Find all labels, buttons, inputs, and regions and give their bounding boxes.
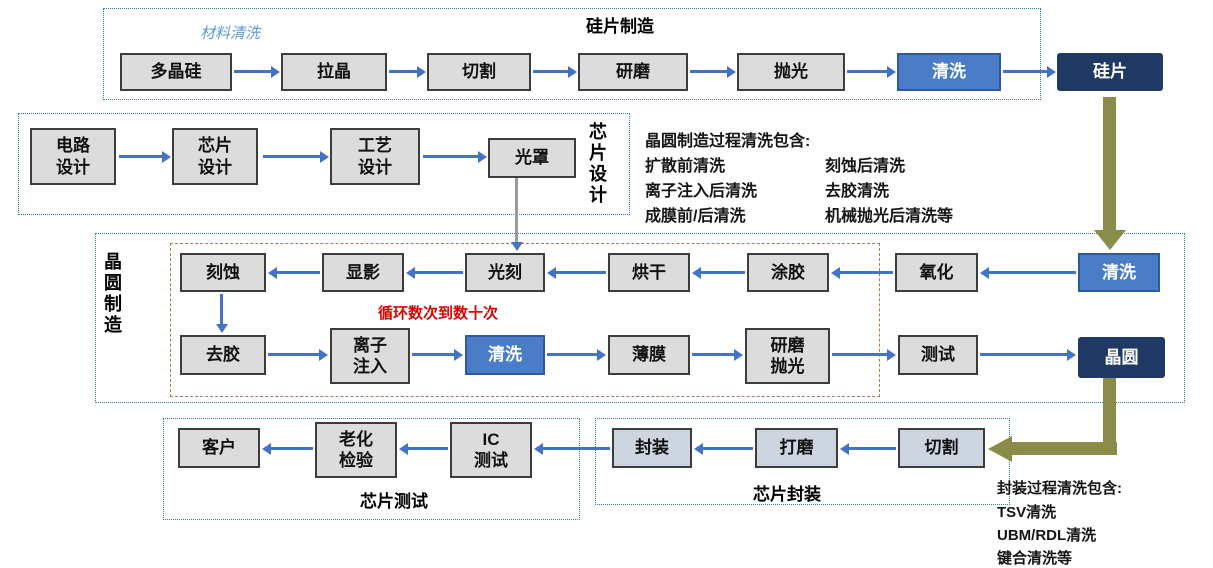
arrow-right-icon [389, 65, 426, 78]
box-cleaning-wafer-bottom: 清洗 [465, 335, 545, 375]
arrow-right-icon [234, 65, 280, 78]
arrow-right-icon [263, 150, 329, 163]
arrow-right-icon [690, 65, 736, 78]
arrow-left-icon [980, 266, 1076, 279]
arrow-right-icon [1003, 65, 1056, 78]
arrow-right-icon [119, 150, 171, 163]
box-ion-implantation: 离子 注入 [330, 328, 410, 384]
box-cleaning-silicon: 清洗 [897, 53, 1001, 91]
package-note-line: TSV清洗 [997, 504, 1057, 521]
arrow-left-icon [262, 442, 313, 455]
box-stripping: 去胶 [180, 335, 266, 375]
arrow-left-icon [547, 266, 606, 279]
box-silicon-wafer: 硅片 [1057, 53, 1163, 91]
box-photomask: 光罩 [488, 138, 576, 178]
silicon-section-border [103, 8, 1041, 100]
box-grinding: 研磨 [578, 53, 688, 91]
package-note-title: 封装过程清洗包含: [997, 480, 1122, 497]
arrow-right-icon [533, 65, 577, 78]
box-baking: 烘干 [608, 253, 690, 292]
wafer-note-title: 晶圆制造过程清洗包含: [645, 133, 811, 150]
arrow-left-icon [692, 266, 745, 279]
wafer-note-line: 刻蚀后清洗 [825, 158, 906, 175]
design-section-label: 芯片设计 [587, 122, 607, 206]
wafer-note-line: 扩散前清洗 [645, 158, 726, 175]
box-circuit-design: 电路 设计 [30, 128, 116, 185]
arrow-left-icon [831, 266, 893, 279]
box-polishing: 抛光 [737, 53, 845, 91]
box-packaging: 封装 [612, 428, 692, 468]
wafer-cycle-border [170, 243, 880, 397]
box-lithography: 光刻 [465, 253, 545, 292]
arrow-right-icon [268, 348, 328, 361]
box-thin-film: 薄膜 [608, 335, 690, 375]
arrow-right-icon [980, 348, 1076, 361]
arrow-etching-to-stripping-icon [215, 294, 228, 333]
box-chip-design: 芯片 设计 [172, 128, 258, 185]
box-lapping: 打磨 [755, 428, 838, 468]
box-process-design: 工艺 设计 [330, 128, 420, 185]
arrow-left-icon [399, 442, 448, 455]
box-cutting: 切割 [427, 53, 531, 91]
wafer-note-line: 成膜前/后清洗 [645, 208, 746, 225]
arrow-right-icon [692, 348, 743, 361]
package-note-line: UBM/RDL清洗 [997, 527, 1097, 544]
wafer-section-label: 晶圆制造 [102, 252, 122, 336]
box-dicing: 切割 [898, 428, 985, 468]
big-arrow-wafer-down-icon [1103, 378, 1116, 455]
arrow-left-icon [534, 442, 610, 455]
arrow-right-icon [423, 150, 487, 163]
box-cmp: 研磨 抛光 [745, 328, 830, 384]
big-arrow-to-dicing-icon [988, 435, 1117, 462]
arrow-right-icon [412, 348, 463, 361]
material-cleaning-annotation: 材料清洗 [200, 25, 261, 42]
box-burn-in-inspection: 老化 检验 [315, 422, 397, 478]
arrow-right-icon [547, 348, 606, 361]
arrow-left-icon [406, 266, 463, 279]
arrow-photomask-to-litho-icon [510, 178, 523, 251]
box-etching: 刻蚀 [180, 253, 266, 292]
design-section-border [18, 113, 630, 215]
box-wafer: 晶圆 [1078, 337, 1165, 378]
package-section-border [595, 418, 1010, 505]
box-ic-testing: IC 测试 [450, 422, 532, 478]
box-testing: 测试 [898, 335, 978, 375]
cycle-note: 循环数次到数十次 [378, 305, 499, 322]
package-note-line: 键合清洗等 [997, 550, 1073, 567]
box-coating: 涂胶 [747, 253, 829, 292]
wafer-note-line: 去胶清洗 [825, 183, 890, 200]
box-cleaning-wafer-top: 清洗 [1078, 253, 1160, 292]
box-oxidation: 氧化 [895, 253, 978, 292]
wafer-note-line: 离子注入后清洗 [645, 183, 758, 200]
box-developing: 显影 [322, 253, 404, 292]
arrow-left-icon [268, 266, 320, 279]
arrow-left-icon [694, 442, 753, 455]
package-section-title: 芯片封装 [753, 485, 821, 504]
box-customer: 客户 [178, 428, 260, 468]
test-section-border [163, 418, 580, 520]
test-section-title: 芯片测试 [360, 492, 428, 511]
arrow-left-icon [840, 442, 896, 455]
arrow-right-icon [847, 65, 896, 78]
box-crystal-pulling: 拉晶 [281, 53, 387, 91]
box-polysilicon: 多晶硅 [120, 53, 232, 91]
arrow-right-icon [832, 348, 896, 361]
wafer-note-line: 机械抛光后清洗等 [825, 208, 954, 225]
big-arrow-wafer-to-clean-icon [1093, 97, 1126, 250]
silicon-section-title: 硅片制造 [586, 17, 654, 36]
wafer-section-border [95, 233, 1185, 403]
